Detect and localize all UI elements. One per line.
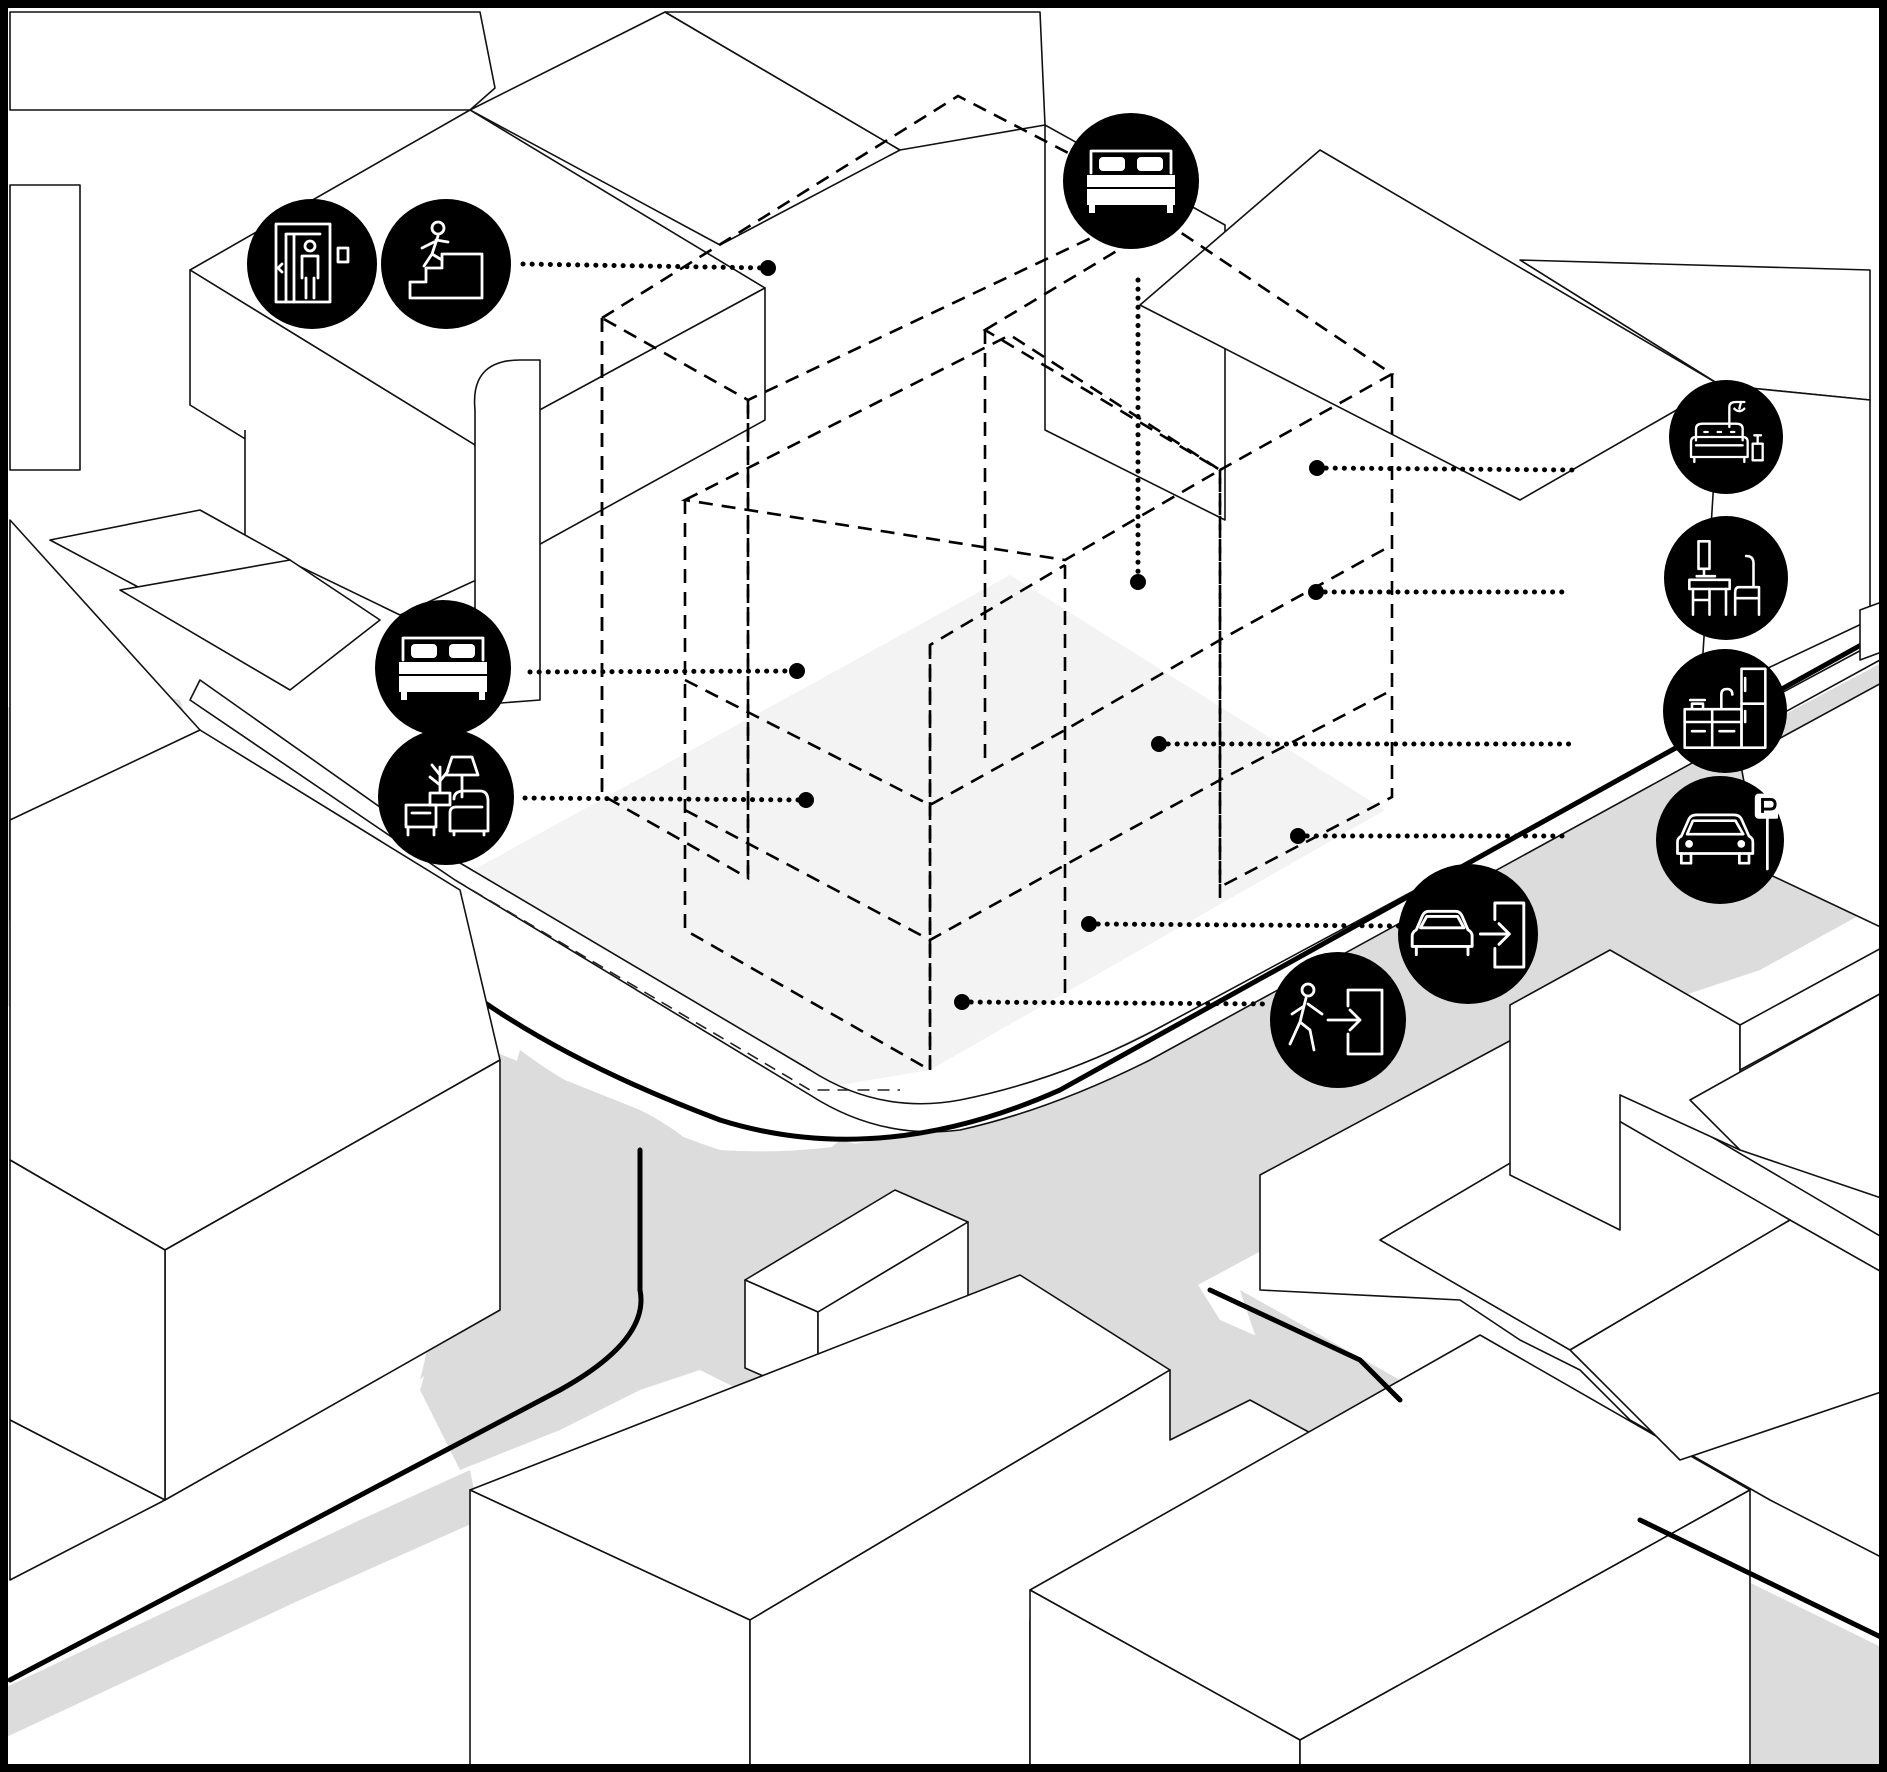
leaders	[520, 260, 1578, 1010]
car-entrance-icon	[1398, 864, 1538, 1004]
stairs-icon	[381, 199, 511, 329]
kitchen-icon	[1663, 649, 1787, 773]
elevator-icon	[247, 199, 377, 329]
study-desk-icon	[1664, 516, 1788, 640]
site-footprint	[455, 575, 1385, 1090]
parking-icon	[1656, 776, 1784, 904]
living-room-icon	[378, 729, 514, 865]
bedroom-top-icon	[1063, 113, 1199, 249]
context-buildings-bottom	[7, 599, 1887, 1772]
proposed-massing	[454, 94, 1395, 1091]
bedroom-left-icon	[375, 600, 511, 736]
lounge-icon	[1669, 380, 1783, 494]
pedestrian-entrance-icon	[1270, 952, 1406, 1088]
